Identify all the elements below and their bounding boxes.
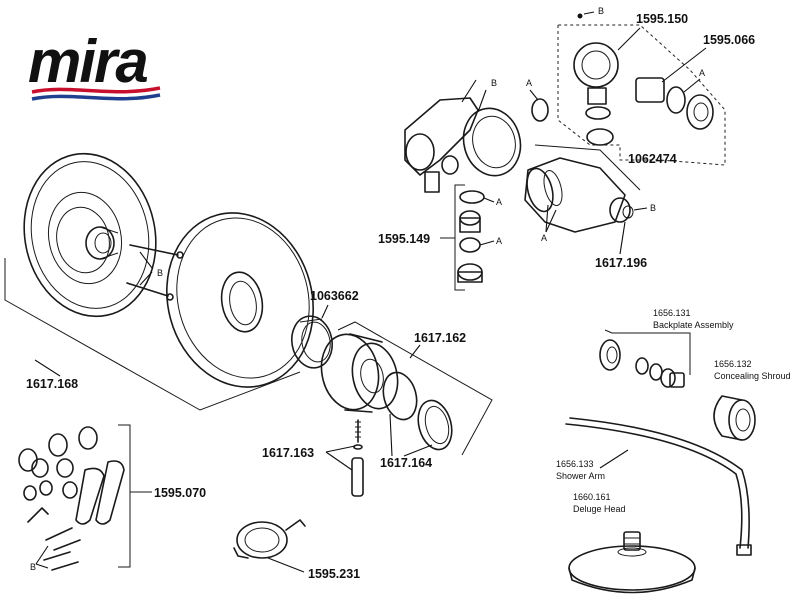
letter-a-cartridge: A xyxy=(699,68,705,78)
seal-1063662: 1063662 xyxy=(290,289,359,369)
cartridge-1595-066: A 1595.066 xyxy=(635,33,755,130)
letter-a-check-2: A xyxy=(496,236,502,246)
backplate-assembly-1617-168: B 1617.168 xyxy=(4,152,314,411)
letter-a-seal: A xyxy=(526,78,532,88)
grub-screw-1617-163: 1617.163 xyxy=(262,419,364,497)
label-1063662: 1063662 xyxy=(310,289,359,303)
label-1617-164: 1617.164 xyxy=(380,456,432,470)
concealing-shroud-1656-132: 1656.132 Concealing Shroud xyxy=(713,359,791,441)
label-1595-231: 1595.231 xyxy=(308,567,360,581)
letter-a-check-1: A xyxy=(496,197,502,207)
fittings-kit-1595-070: B 1595.070 xyxy=(18,424,206,572)
bracket-1595-231: 1595.231 xyxy=(233,519,360,581)
label-1617-162: 1617.162 xyxy=(414,331,466,345)
label-1595-066: 1595.066 xyxy=(703,33,755,47)
clip-1617-164: 1617.164 xyxy=(380,413,433,470)
logo-swoosh-blue xyxy=(31,93,161,101)
mira-logo-text: mira xyxy=(28,28,147,95)
label-1617-163: 1617.163 xyxy=(262,446,314,460)
letter-a-cartridge-1: A xyxy=(541,233,547,243)
letter-b-body: B xyxy=(491,78,497,88)
label-1656-133-code: 1656.133 xyxy=(556,459,594,469)
deluge-head-1660-161: 1660.161 Deluge Head xyxy=(568,492,696,594)
label-backplate-assembly: Backplate Assembly xyxy=(653,320,734,330)
letter-b-cartridge: B xyxy=(650,203,656,213)
shower-arm-1656-133: 1656.133 Shower Arm xyxy=(556,417,752,556)
label-1660-161-code: 1660.161 xyxy=(573,492,611,502)
logo-swoosh-red xyxy=(31,86,161,94)
label-1595-149: 1595.149 xyxy=(378,232,430,246)
label-1656-131-code: 1656.131 xyxy=(653,308,691,318)
label-1656-132-code: 1656.132 xyxy=(714,359,752,369)
label-concealing-shroud: Concealing Shroud xyxy=(714,371,791,381)
thermostatic-cartridge-1062474: 1062474 A B 1617.196 xyxy=(524,144,677,270)
letter-b-screws: B xyxy=(157,268,163,278)
label-1062474: 1062474 xyxy=(628,152,677,166)
control-knob-1617-162: 1617.162 xyxy=(320,321,493,456)
letter-b-kit: B xyxy=(30,562,36,572)
label-deluge-head: Deluge Head xyxy=(573,504,626,514)
letter-b-diverter: B xyxy=(598,6,604,16)
valve-body: B A xyxy=(404,78,549,193)
backplate-assembly-1656-131: 1656.131 Backplate Assembly xyxy=(599,308,734,388)
label-1617-196: 1617.196 xyxy=(595,256,647,270)
mira-logo: mira xyxy=(28,28,161,101)
label-1595-070: 1595.070 xyxy=(154,486,206,500)
diverter-1595-150: B 1595.150 xyxy=(557,6,726,166)
label-shower-arm: Shower Arm xyxy=(556,471,605,481)
label-1617-168: 1617.168 xyxy=(26,377,78,391)
label-1595-150: 1595.150 xyxy=(636,12,688,26)
check-valve-set-1595-149: A A 1595.149 xyxy=(378,184,502,291)
